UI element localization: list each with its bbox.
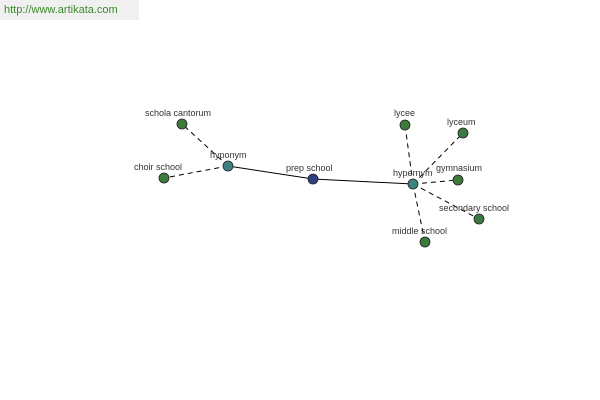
label-schola-cantorum: schola cantorum [145,108,211,118]
label-gymnasium: gymnasium [436,163,482,173]
edge-hypernym-lycee [404,124,414,185]
node-hypernym[interactable] [407,178,419,190]
label-prep-school: prep school [286,163,333,173]
label-secondary-school: secondary school [439,203,509,213]
node-choir-school[interactable] [158,172,170,184]
node-secondary-school[interactable] [473,213,485,225]
edge-hypernym-lyceum [412,132,464,185]
label-hypernym: hypernym [393,168,433,178]
label-lyceum: lyceum [447,117,476,127]
label-middle-school: middle school [392,226,447,236]
edge-hypernym-secondary-school [412,183,480,220]
edge-hypernym-middle-school [412,183,426,243]
node-lyceum[interactable] [457,127,469,139]
node-middle-school[interactable] [419,236,431,248]
label-lycee: lycee [394,108,415,118]
edge-hyponym-prep-school [227,165,314,180]
node-hyponym[interactable] [222,160,234,172]
edge-prep-school-hypernym [312,178,414,185]
node-lycee[interactable] [399,119,411,131]
label-choir-school: choir school [134,162,182,172]
edge-hyponym-choir-school [163,165,229,179]
node-prep-school[interactable] [307,173,319,185]
node-gymnasium[interactable] [452,174,464,186]
node-schola-cantorum[interactable] [176,118,188,130]
edge-hyponym-schola-cantorum [181,123,229,167]
site-url-link[interactable]: http://www.artikata.com [0,0,139,20]
edge-hypernym-gymnasium [412,179,459,185]
label-hyponym: hyponym [210,150,247,160]
